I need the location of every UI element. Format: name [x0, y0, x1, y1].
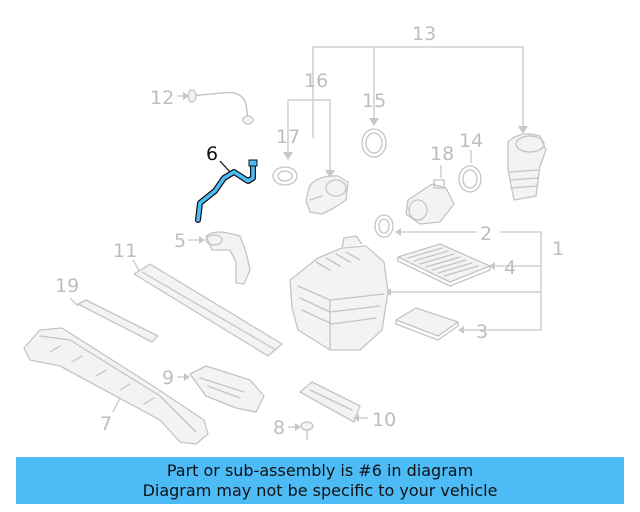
callout-2[interactable]: 2 [480, 223, 492, 245]
part-17-seal[interactable] [272, 166, 298, 186]
callout-15[interactable]: 15 [362, 90, 386, 112]
leader-6 [219, 160, 231, 173]
callout-19[interactable]: 19 [55, 275, 79, 297]
banner-line-1: Part or sub-assembly is #6 in diagram [166, 460, 474, 480]
callout-5[interactable]: 5 [174, 230, 186, 252]
callout-9[interactable]: 9 [162, 367, 174, 389]
callout-8[interactable]: 8 [273, 417, 285, 439]
part-16-elbow[interactable] [305, 175, 349, 215]
callout-18[interactable]: 18 [430, 143, 454, 165]
parts-diagram: 13 16 15 17 12 14 [23, 23, 564, 445]
part-6-pipe[interactable] [195, 159, 258, 223]
callout-11[interactable]: 11 [113, 240, 137, 262]
callout-10[interactable]: 10 [372, 409, 396, 431]
callout-6[interactable]: 6 [206, 143, 218, 165]
callout-1[interactable]: 1 [552, 238, 564, 260]
part-14-clamp[interactable] [458, 165, 482, 193]
part-7-duct[interactable] [23, 327, 209, 445]
callout-group-13 [312, 46, 528, 138]
callout-14[interactable]: 14 [459, 130, 483, 152]
part-11-panel[interactable] [133, 263, 283, 357]
part-5-tube[interactable] [205, 231, 251, 285]
banner-line-2: Diagram may not be specific to your vehi… [142, 480, 498, 500]
part-10-grille[interactable] [299, 381, 361, 423]
callout-13[interactable]: 13 [412, 23, 436, 45]
part-seal-ring[interactable] [374, 214, 394, 238]
part-19-strip[interactable] [77, 299, 159, 343]
callout-7[interactable]: 7 [100, 413, 112, 435]
callout-12[interactable]: 12 [150, 87, 174, 109]
part-15-clamp[interactable] [361, 128, 387, 158]
callout-3[interactable]: 3 [476, 321, 488, 343]
callout-group-16 [283, 99, 335, 178]
part-8-bolt[interactable] [300, 421, 314, 441]
callout-4[interactable]: 4 [504, 257, 516, 279]
leader-7 [112, 397, 121, 413]
callout-16[interactable]: 16 [304, 70, 328, 92]
leader-19 [69, 297, 79, 307]
part-3-plate[interactable] [395, 307, 459, 341]
part-1-airbox[interactable] [289, 235, 389, 351]
part-18-sensor[interactable] [405, 179, 455, 225]
part-4-filter[interactable] [397, 243, 491, 287]
callout-17[interactable]: 17 [276, 126, 300, 148]
part-9-bracket[interactable] [189, 365, 265, 413]
leader-11 [132, 259, 141, 273]
part-12-hose[interactable] [187, 89, 254, 125]
part-13-duct[interactable] [507, 133, 547, 201]
info-banner: Part or sub-assembly is #6 in diagram Di… [16, 457, 624, 504]
